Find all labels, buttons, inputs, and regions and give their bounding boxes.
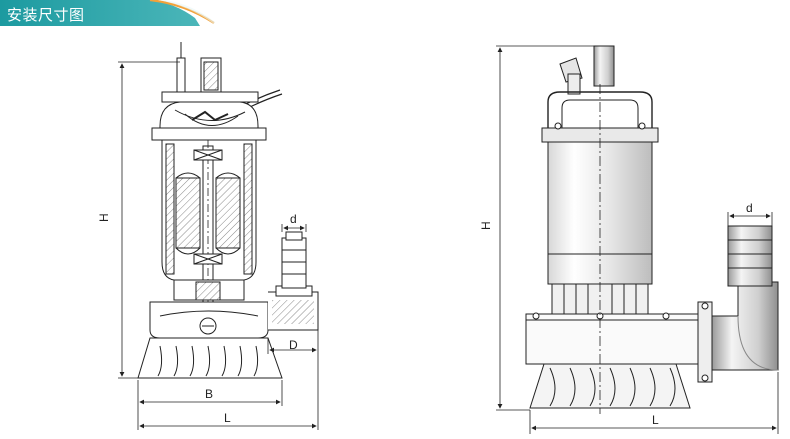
right-pump-housing	[525, 313, 699, 365]
left-dim-d-offset-label: D	[289, 338, 298, 352]
right-dimensions	[496, 45, 779, 434]
right-cable-gland	[593, 45, 615, 87]
left-dim-h-label: H	[97, 213, 111, 222]
page-title: 安装尺寸图	[7, 6, 85, 24]
left-dim-d-label: d	[290, 212, 297, 226]
right-base-strainer	[529, 363, 691, 409]
left-dim-b-label: B	[205, 387, 213, 401]
header-banner: 安装尺寸图	[0, 0, 790, 26]
right-hose-barb	[727, 225, 773, 287]
left-stator-windings	[175, 172, 241, 255]
right-dim-l-label: L	[652, 413, 659, 427]
left-dim-l-label: L	[224, 411, 231, 425]
left-view-section	[137, 42, 319, 379]
left-cable-handle	[161, 42, 283, 109]
right-outlet-flange	[697, 301, 713, 383]
right-view-exterior	[525, 45, 779, 409]
right-dim-d-label: d	[746, 201, 753, 215]
right-outlet-elbow	[711, 281, 779, 371]
header-banner-shape	[0, 0, 215, 26]
left-dimensions	[118, 61, 319, 430]
left-outlet-elbow	[268, 231, 319, 331]
right-dim-h-label: H	[479, 221, 493, 230]
